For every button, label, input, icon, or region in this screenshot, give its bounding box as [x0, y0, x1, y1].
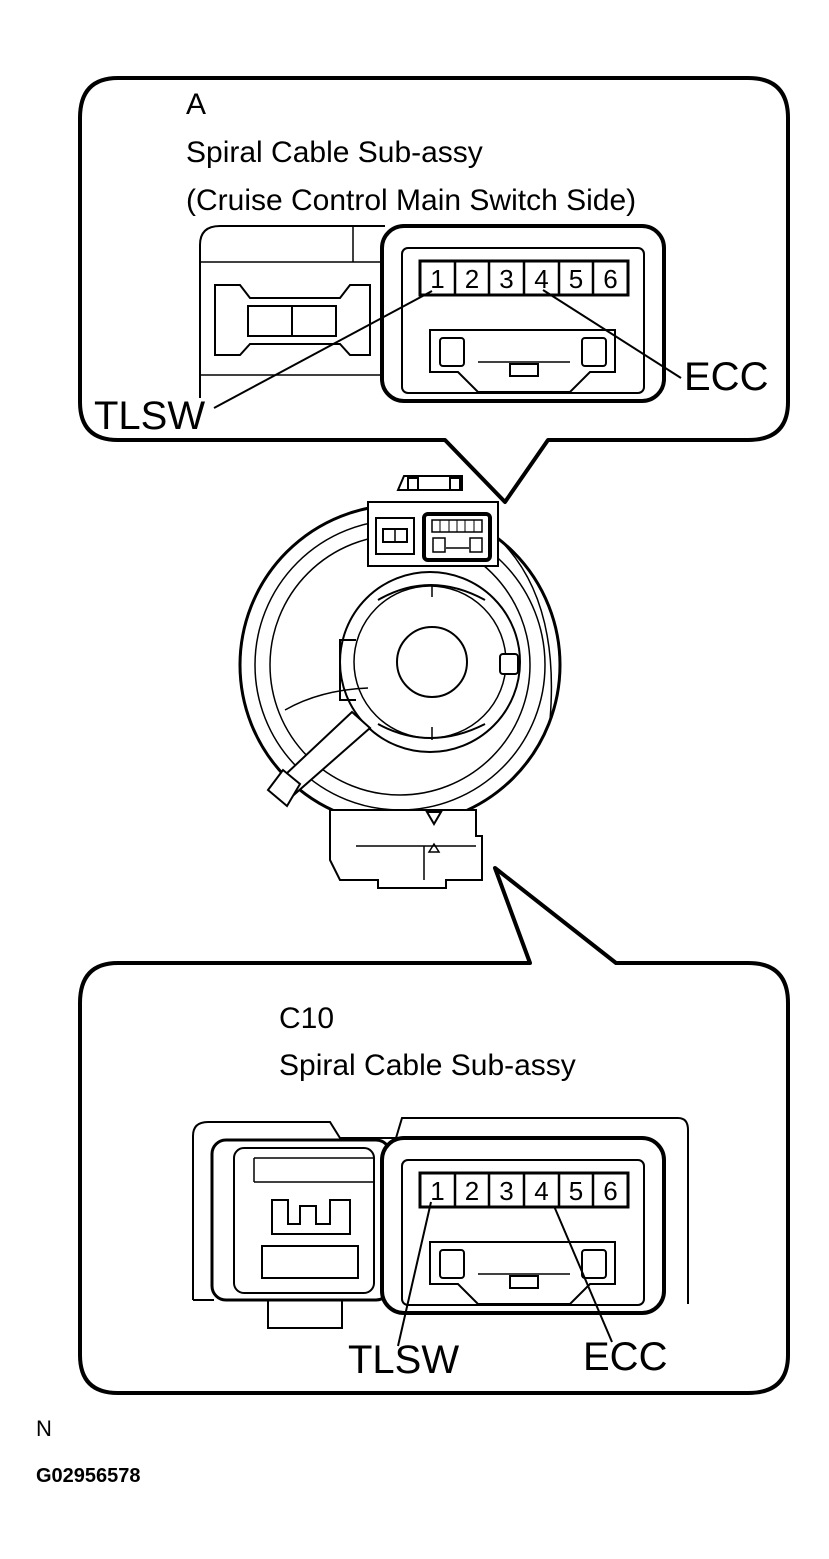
panel-c10-pin-4: 4 [534, 1176, 548, 1206]
spiral-cable-illustration [238, 475, 562, 889]
panel-c10-connector-id: C10 [279, 1002, 334, 1035]
view-mark: N [36, 1416, 52, 1441]
panel-a-pin-3: 3 [499, 264, 513, 294]
panel-a-pin-5: 5 [569, 264, 583, 294]
panel-c10-pin-3: 3 [499, 1176, 513, 1206]
panel-a: A Spiral Cable Sub-assy (Cruise Control … [78, 76, 790, 504]
panel-c10-pin-2: 2 [465, 1176, 479, 1206]
panel-a-pin-2: 2 [465, 264, 479, 294]
panel-c10: C10 Spiral Cable Sub-assy [78, 866, 790, 1395]
panel-a-pin-6: 6 [603, 264, 617, 294]
panel-a-pin-1: 1 [430, 264, 444, 294]
figure-code: G02956578 [36, 1465, 141, 1487]
panel-a-connector-body [380, 224, 666, 403]
panel-a-title: Spiral Cable Sub-assy [186, 136, 483, 169]
panel-c10-pin-6: 6 [603, 1176, 617, 1206]
panel-c10-pin-1: 1 [430, 1176, 444, 1206]
panel-a-leader-tlsw [213, 290, 433, 409]
panel-c10-pin-5: 5 [569, 1176, 583, 1206]
panel-c10-connector-body [380, 1136, 666, 1315]
panel-a-label-tlsw: TLSW [94, 394, 205, 438]
panel-a-label-ecc: ECC [684, 355, 768, 399]
panel-c10-label-tlsw: TLSW [348, 1338, 459, 1382]
panel-c10-housing [192, 1117, 689, 1329]
panel-a-leader-ecc [542, 289, 682, 379]
panel-c10-label-ecc: ECC [583, 1335, 667, 1379]
panel-a-left-housing [199, 225, 385, 398]
panel-c10-leader-ecc [553, 1205, 613, 1343]
panel-c10-leader-tlsw [397, 1201, 432, 1347]
panel-a-connector-id: A [186, 88, 206, 121]
panel-a-subtitle: (Cruise Control Main Switch Side) [186, 184, 636, 217]
panel-a-pin-4: 4 [534, 264, 548, 294]
panel-c10-title: Spiral Cable Sub-assy [279, 1049, 576, 1082]
